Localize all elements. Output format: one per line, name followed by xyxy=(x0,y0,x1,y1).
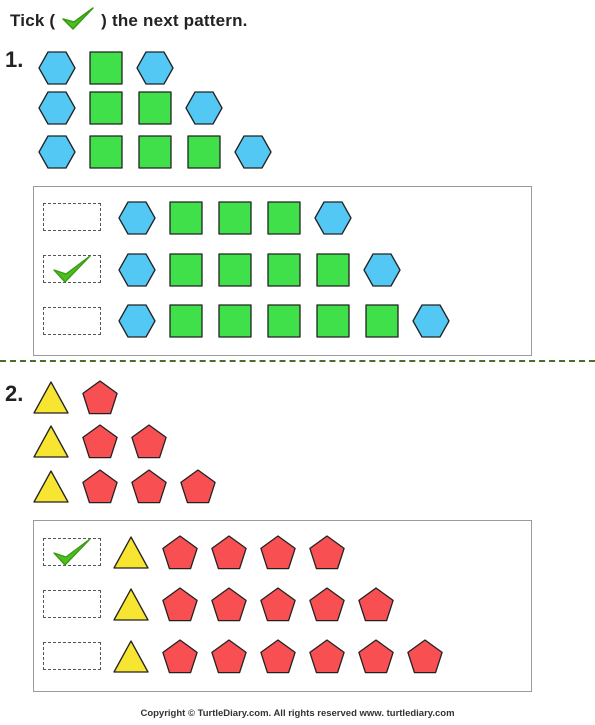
q2-pattern-row-3-pentagon xyxy=(82,469,118,504)
question-1-number: 1. xyxy=(5,47,24,72)
q1-option-1-square xyxy=(267,201,301,235)
q1-option-1-tickbox[interactable] xyxy=(43,203,101,231)
q2-option-3-tickbox[interactable] xyxy=(43,642,101,670)
q1-option-3-square xyxy=(218,304,252,338)
q1-option-2-tickbox[interactable] xyxy=(43,255,101,283)
q1-option-3-tickbox[interactable] xyxy=(43,307,101,335)
question-2-number: 2. xyxy=(5,381,24,406)
q2-pattern-row-1-pentagon xyxy=(82,380,118,415)
q1-option-1-square xyxy=(169,201,203,235)
q2-pattern-row-3-pentagon xyxy=(180,469,216,504)
q2-option-2-tickbox[interactable] xyxy=(43,590,101,618)
q2-pattern-row-1-triangle xyxy=(33,381,69,414)
q2-option-2-pentagon xyxy=(358,587,394,622)
q2-pattern-row-2-triangle xyxy=(33,425,69,458)
q1-pattern-row-1-square xyxy=(89,51,123,85)
q1-pattern-row-3-square xyxy=(187,135,221,169)
q1-option-3-square xyxy=(316,304,350,338)
q2-option-3-pentagon xyxy=(260,639,296,674)
q1-option-3-square xyxy=(365,304,399,338)
q2-option-1-pentagon xyxy=(260,535,296,570)
section-divider xyxy=(0,360,595,362)
q2-option-1-tickbox[interactable] xyxy=(43,538,101,566)
q1-pattern-row-3-hexagon xyxy=(38,135,76,169)
q1-pattern-row-2-hexagon xyxy=(38,91,76,125)
q2-option-1-triangle xyxy=(113,536,149,569)
q2-option-1-checkmark-icon xyxy=(53,538,91,566)
q1-option-2-square xyxy=(267,253,301,287)
q1-option-3-hexagon xyxy=(118,304,156,338)
q1-pattern-row-2-square xyxy=(89,91,123,125)
q2-pattern-row-2-pentagon xyxy=(131,424,167,459)
q1-pattern-row-2-square xyxy=(138,91,172,125)
q1-pattern-row-1-hexagon xyxy=(136,51,174,85)
q1-option-3-square xyxy=(267,304,301,338)
q2-option-2-pentagon xyxy=(211,587,247,622)
q2-option-3-pentagon xyxy=(162,639,198,674)
q2-pattern-row-3-pentagon xyxy=(131,469,167,504)
instruction-after: ) the next pattern. xyxy=(101,11,248,30)
instruction-before: Tick ( xyxy=(10,11,56,30)
q2-option-3-pentagon xyxy=(211,639,247,674)
instruction-text: Tick ( ) the next pattern. xyxy=(10,6,248,32)
q2-option-2-pentagon xyxy=(309,587,345,622)
q2-option-2-pentagon xyxy=(260,587,296,622)
q1-pattern-row-1-hexagon xyxy=(38,51,76,85)
q1-option-3-square xyxy=(169,304,203,338)
q2-option-1-pentagon xyxy=(162,535,198,570)
q2-pattern-row-2-pentagon xyxy=(82,424,118,459)
q1-option-2-square xyxy=(169,253,203,287)
q1-option-3-hexagon xyxy=(412,304,450,338)
checkmark-icon xyxy=(62,7,94,30)
q1-option-1-hexagon xyxy=(118,201,156,235)
q1-option-2-square xyxy=(316,253,350,287)
q2-option-3-pentagon xyxy=(309,639,345,674)
q1-pattern-row-3-square xyxy=(89,135,123,169)
q2-option-3-pentagon xyxy=(407,639,443,674)
q1-option-1-hexagon xyxy=(314,201,352,235)
q2-option-1-pentagon xyxy=(211,535,247,570)
q2-option-2-triangle xyxy=(113,588,149,621)
q2-option-3-triangle xyxy=(113,640,149,673)
q2-pattern-row-3-triangle xyxy=(33,470,69,503)
q1-option-1-square xyxy=(218,201,252,235)
q2-option-2-pentagon xyxy=(162,587,198,622)
q1-option-2-checkmark-icon xyxy=(53,255,91,283)
q1-option-2-hexagon xyxy=(363,253,401,287)
q2-option-1-pentagon xyxy=(309,535,345,570)
footer-copyright: Copyright © TurtleDiary.com. All rights … xyxy=(140,708,455,719)
q2-option-3-pentagon xyxy=(358,639,394,674)
q1-pattern-row-2-hexagon xyxy=(185,91,223,125)
q1-pattern-row-3-hexagon xyxy=(234,135,272,169)
q1-option-2-hexagon xyxy=(118,253,156,287)
q1-option-2-square xyxy=(218,253,252,287)
q1-pattern-row-3-square xyxy=(138,135,172,169)
